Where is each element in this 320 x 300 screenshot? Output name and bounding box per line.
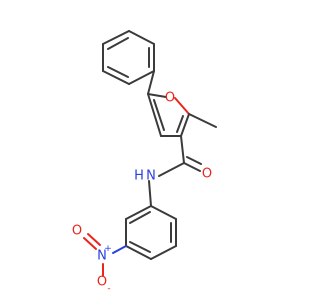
bond [128,30,155,45]
bond [180,135,185,164]
bond [125,245,152,260]
nitrophenyl-ring [125,205,177,260]
bond [102,70,130,85]
bond [83,237,97,250]
bond [186,156,202,165]
bond [147,93,162,137]
bond [180,113,190,137]
bond [112,245,127,254]
bond [153,99,165,131]
nitro-oxygen-bottom-label: O [97,275,107,290]
molecule-structure: O O N H N + O O - [72,30,217,294]
nitro-oxygen-top-label: O [72,224,82,239]
bond [87,233,101,246]
phenyl-ring [102,30,155,85]
bond [174,97,190,115]
bond [150,205,177,220]
bond [147,93,167,98]
bond [188,113,217,128]
bond [107,37,129,50]
amide-nitrogen-label: N [146,169,156,184]
bond [148,180,152,207]
bond [129,241,151,253]
furan-oxygen-label: O [165,91,175,106]
bond [128,70,155,85]
bond [102,30,130,45]
nitro-plus-charge: + [104,244,112,254]
amide-oxygen-label: O [202,167,212,182]
bond [107,66,129,78]
bond [125,205,152,220]
bond [129,211,151,224]
nitro-nitrogen-label: N [97,249,107,264]
amide-hydrogen-label: H [134,169,144,184]
bond [183,162,201,172]
furan-ring [147,93,190,137]
bond [147,70,155,95]
bond [176,115,184,133]
nitro-minus-charge: - [107,284,110,294]
bond [150,245,177,260]
bond [158,162,185,177]
